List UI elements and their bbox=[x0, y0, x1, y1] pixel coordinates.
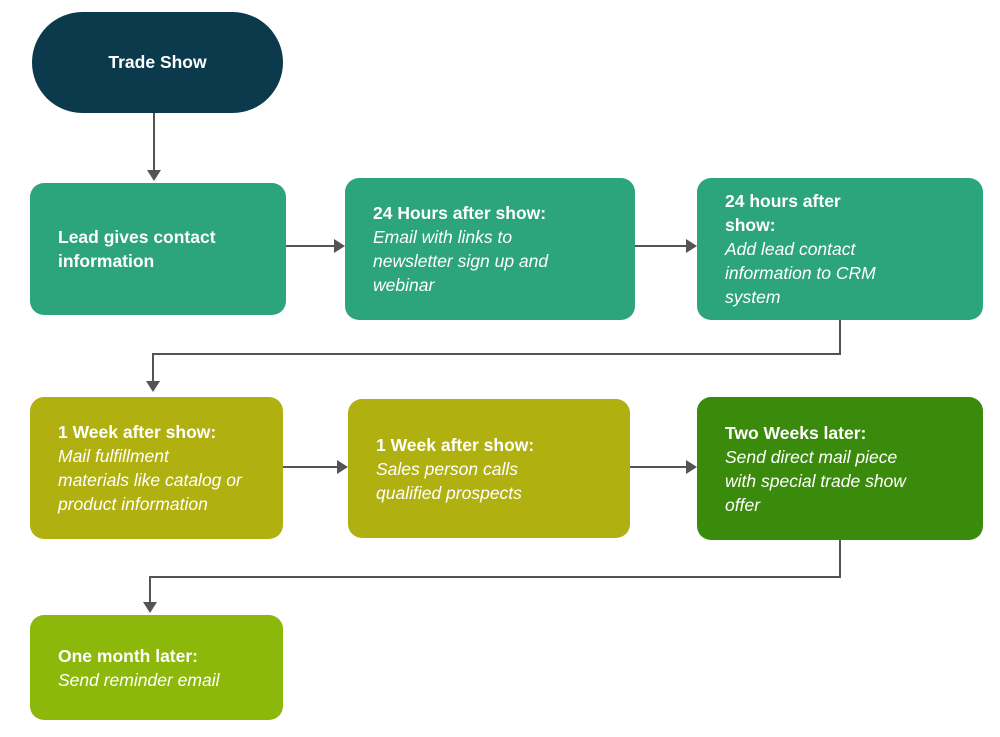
node-direct-mail-2w: Two Weeks later: Send direct mail piece … bbox=[697, 397, 983, 540]
node-heading: 1 Week after show: bbox=[58, 422, 217, 442]
arrowhead-right-icon bbox=[337, 460, 348, 474]
node-heading: One month later: bbox=[58, 645, 199, 666]
arrowhead-down-icon bbox=[147, 170, 161, 181]
node-lead-gives-contact-info: Lead gives contact information bbox=[30, 183, 286, 315]
node-mail-fulfillment-1w: 1 Week after show: Mail fulfillment mate… bbox=[30, 397, 283, 539]
node-heading: 24 Hours after show: bbox=[373, 203, 547, 223]
connector-directmail-to-reminder-run bbox=[149, 576, 841, 578]
node-body: Mail fulfillment materials like catalog … bbox=[58, 446, 242, 514]
node-add-to-crm-24h: 24 hours after show: Add lead contact in… bbox=[697, 178, 983, 320]
node-body: Send reminder email bbox=[58, 669, 220, 690]
node-trade-show: Trade Show bbox=[32, 12, 283, 113]
node-sales-calls-1w: 1 Week after show: Sales person calls qu… bbox=[348, 399, 630, 538]
node-body: Sales person calls qualified prospects bbox=[376, 458, 522, 503]
node-body: Send direct mail piece with special trad… bbox=[725, 446, 906, 515]
connector-directmail-to-reminder-drop bbox=[839, 540, 841, 578]
arrowhead-down-icon bbox=[143, 602, 157, 613]
node-body: Email with links to newsletter sign up a… bbox=[373, 227, 549, 295]
connector-crm-to-fulfillment-entry bbox=[152, 353, 154, 382]
connector-directmail-to-reminder-entry bbox=[149, 576, 151, 603]
connector-start-to-lead bbox=[153, 113, 155, 170]
connector-calls-to-directmail bbox=[630, 466, 687, 468]
connector-email-to-crm bbox=[635, 245, 687, 247]
arrowhead-right-icon bbox=[334, 239, 345, 253]
arrowhead-right-icon bbox=[686, 460, 697, 474]
connector-crm-to-fulfillment-drop bbox=[839, 320, 841, 354]
node-heading: 1 Week after show: bbox=[376, 434, 535, 455]
arrowhead-down-icon bbox=[146, 381, 160, 392]
node-heading: Lead gives contact information bbox=[58, 227, 216, 271]
node-email-24h-after-show: 24 Hours after show: Email with links to… bbox=[345, 178, 635, 320]
connector-fulfillment-to-calls bbox=[283, 466, 338, 468]
node-reminder-email-1m: One month later: Send reminder email bbox=[30, 615, 283, 720]
arrowhead-right-icon bbox=[686, 239, 697, 253]
node-heading: Two Weeks later: bbox=[725, 422, 867, 443]
node-trade-show-label: Trade Show bbox=[108, 52, 207, 72]
connector-crm-to-fulfillment-run bbox=[152, 353, 841, 355]
node-heading: 24 hours after show: bbox=[725, 191, 841, 235]
node-body: Add lead contact information to CRM syst… bbox=[725, 239, 876, 307]
connector-lead-to-email bbox=[286, 245, 335, 247]
